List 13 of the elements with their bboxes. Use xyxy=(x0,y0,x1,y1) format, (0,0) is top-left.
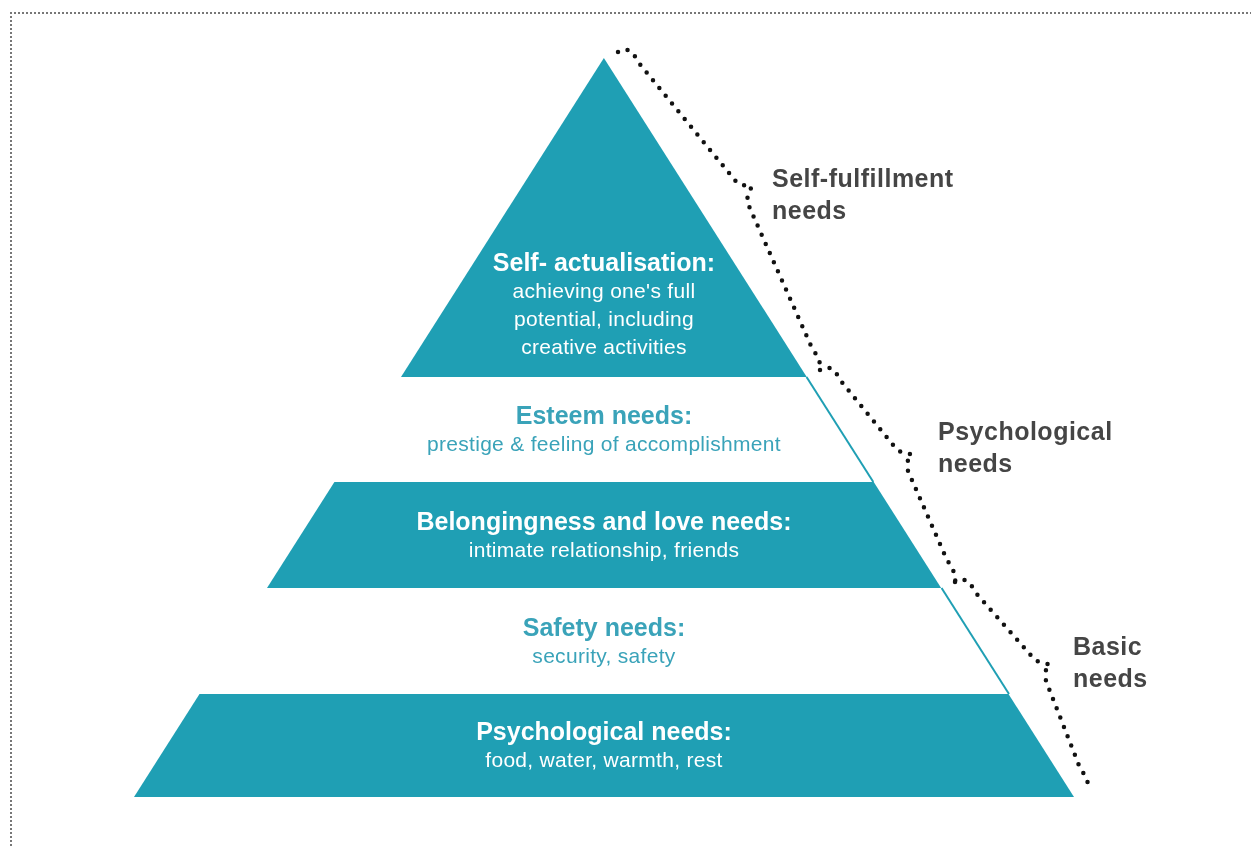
tier-title: Psychological needs: xyxy=(475,717,733,746)
tier-description: food, water, warmth, rest xyxy=(484,747,724,773)
tier-description: intimate relationship, friends xyxy=(467,536,741,563)
group-label: Basic needs xyxy=(1073,631,1149,694)
tier-title: Belongingness and love needs: xyxy=(415,506,793,536)
group-label: Self-fulfillment needs xyxy=(772,163,955,226)
tier-description: prestige & feeling of accomplishment xyxy=(426,431,782,457)
tier-description: achieving one's full potential, including creative activities xyxy=(511,278,697,360)
tier-description: security, safety xyxy=(531,642,677,669)
tier-title: Esteem needs: xyxy=(514,401,694,430)
tier-title: Self- actualisation: xyxy=(491,248,717,277)
group-label: Psychological needs xyxy=(938,416,1114,479)
tier-title: Safety needs: xyxy=(521,612,687,642)
